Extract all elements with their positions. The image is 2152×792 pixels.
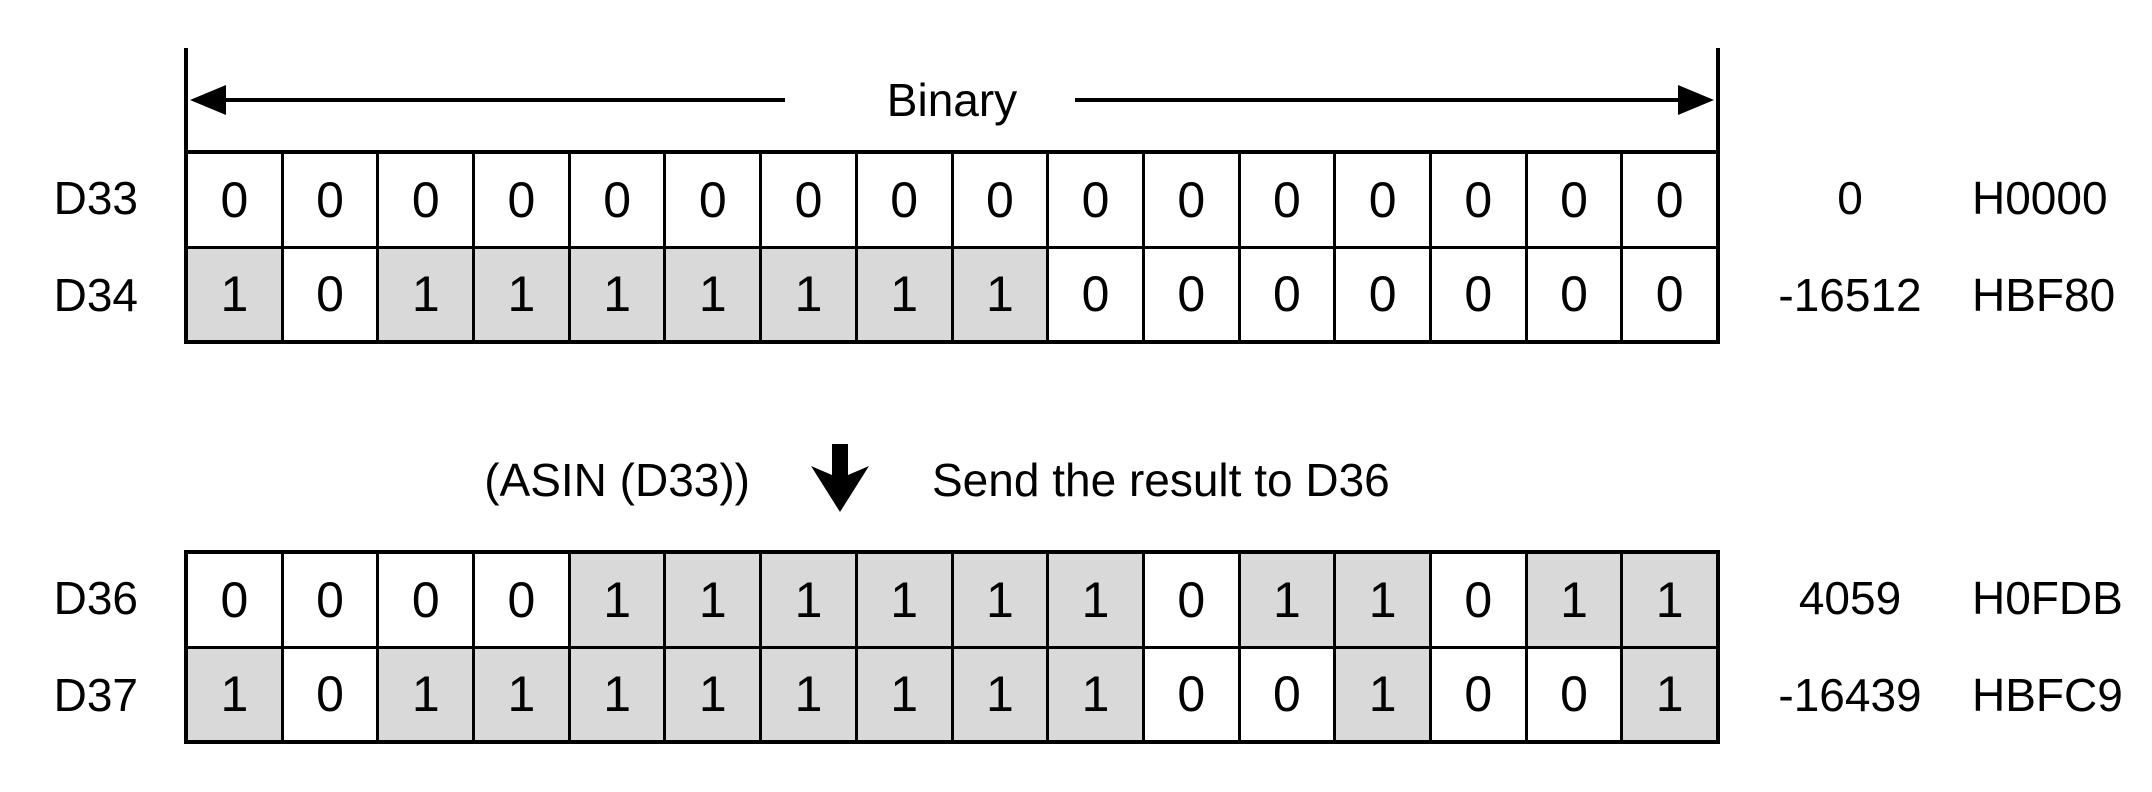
bit-cell: 1 — [762, 248, 855, 340]
bit-cell: 0 — [1144, 154, 1238, 246]
bit-cell: 1 — [762, 648, 855, 740]
decimal-value: 0 — [1837, 172, 1863, 224]
bit-cell: 0 — [1144, 554, 1238, 646]
bit-cell: 1 — [1049, 554, 1142, 646]
bit-cell: 0 — [1527, 648, 1621, 740]
bit-cell: 1 — [570, 248, 664, 340]
hex-value: HBFC9 — [1972, 669, 2123, 721]
bit-cell: 1 — [570, 648, 664, 740]
binary-range-arrows-icon — [184, 48, 1720, 150]
bit-cell: 1 — [762, 554, 855, 646]
bit-cell: 0 — [475, 554, 568, 646]
bit-cell: 1 — [953, 248, 1047, 340]
bit-cell: 0 — [1240, 248, 1334, 340]
left-arrowhead-icon — [190, 85, 226, 115]
bit-cell: 0 — [283, 154, 377, 246]
bit-cell: 0 — [1049, 248, 1142, 340]
bit-cell: 1 — [379, 248, 473, 340]
register-label: D34 — [53, 269, 138, 321]
bit-cell: 0 — [1336, 248, 1429, 340]
bit-cell: 0 — [666, 154, 760, 246]
bit-cell: 1 — [1623, 648, 1716, 740]
bit-cell: 1 — [188, 248, 281, 340]
bit-cell: 0 — [188, 554, 281, 646]
operation-expression: (ASIN (D33)) — [484, 454, 750, 506]
bit-cell: 0 — [1431, 154, 1525, 246]
bit-cell: 0 — [1623, 154, 1716, 246]
bit-cell: 1 — [475, 248, 568, 340]
bit-cell: 0 — [1431, 554, 1525, 646]
bit-cell: 1 — [953, 554, 1047, 646]
bit-cell: 0 — [1144, 248, 1238, 340]
bit-cell: 1 — [953, 648, 1047, 740]
binary-label: Binary — [886, 74, 1018, 126]
bit-cell: 1 — [188, 648, 281, 740]
bit-cell: 1 — [1336, 648, 1429, 740]
decimal-value: -16512 — [1778, 269, 1922, 321]
bit-cell: 0 — [1336, 154, 1429, 246]
decimal-value: -16439 — [1778, 669, 1922, 721]
bit-cell: 1 — [666, 248, 760, 340]
decimal-value: 4059 — [1798, 572, 1902, 624]
bit-cell: 0 — [1527, 154, 1621, 246]
right-arrowhead-icon — [1678, 85, 1714, 115]
bit-cell: 0 — [475, 154, 568, 246]
bit-cell: 0 — [1240, 154, 1334, 246]
bit-cell: 0 — [857, 154, 951, 246]
bit-cell: 0 — [762, 154, 855, 246]
bit-cell: 0 — [283, 248, 377, 340]
bit-cell: 0 — [1240, 648, 1334, 740]
bit-cell: 0 — [953, 154, 1047, 246]
bit-cell: 1 — [857, 648, 951, 740]
bit-cell: 0 — [1431, 248, 1525, 340]
bit-cell: 0 — [1623, 248, 1716, 340]
bit-cell: 1 — [1527, 554, 1621, 646]
bit-cell: 0 — [1144, 648, 1238, 740]
bit-cell: 0 — [379, 554, 473, 646]
bit-cell: 0 — [188, 154, 281, 246]
register-label: D36 — [53, 572, 138, 624]
bit-cell: 1 — [379, 648, 473, 740]
bit-cell: 1 — [570, 554, 664, 646]
hex-value: H0000 — [1972, 172, 2108, 224]
bit-cell: 1 — [857, 248, 951, 340]
hex-value: HBF80 — [1972, 269, 2116, 321]
bit-cell: 1 — [1336, 554, 1429, 646]
bit-cell: 0 — [283, 648, 377, 740]
bit-cell: 1 — [857, 554, 951, 646]
bit-cell: 0 — [570, 154, 664, 246]
bit-cell: 1 — [666, 648, 760, 740]
bit-cell: 0 — [1527, 248, 1621, 340]
bit-cell: 1 — [1623, 554, 1716, 646]
bit-cell: 1 — [666, 554, 760, 646]
bit-cell: 0 — [379, 154, 473, 246]
bit-cell: 0 — [1431, 648, 1525, 740]
bit-cell: 1 — [475, 648, 568, 740]
bit-cell: 0 — [1049, 154, 1142, 246]
bit-cell: 1 — [1049, 648, 1142, 740]
operation-description: Send the result to D36 — [932, 454, 1390, 506]
hex-value: H0FDB — [1972, 572, 2123, 624]
bit-cell: 1 — [1240, 554, 1334, 646]
bit-cell: 0 — [283, 554, 377, 646]
register-label: D37 — [53, 669, 138, 721]
register-label: D33 — [53, 172, 138, 224]
down-arrow-icon — [811, 444, 869, 512]
